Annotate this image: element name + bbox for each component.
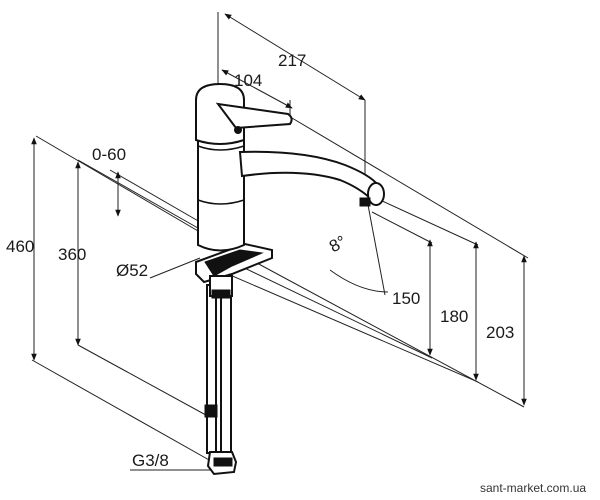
label-180: 180 [440,307,468,326]
label-104: 104 [234,71,262,90]
spout-axis-line [367,204,386,296]
extension-line-360-bottom [77,344,216,421]
body-ring [197,145,245,151]
label-203: 203 [486,323,514,342]
extension-line-180-top [379,199,479,246]
label-460: 460 [6,237,34,256]
label-angle: 8° [326,232,349,256]
spout [238,150,380,202]
mounting-nut-base [211,289,231,299]
aerator [359,197,371,207]
dim-line-217 [224,13,366,101]
label-217: 217 [278,51,306,70]
hose-fitting [204,404,218,418]
lever-handle [215,102,293,130]
label-diameter: Ø52 [116,261,148,280]
dim-line-104 [221,69,293,109]
body-ring-lower [197,199,245,205]
mounting-plate-shadow [204,249,264,277]
lever-cap [195,82,245,145]
supply-hose-left [206,284,217,454]
dimension-lines [31,12,529,471]
faucet [195,82,385,476]
extension-line-360-top [77,159,206,233]
leader-diameter [149,257,201,279]
label-360: 360 [58,245,86,264]
extension-line-460-top [35,135,211,239]
supply-hose-right [220,284,232,461]
watermark: sant-market.com.ua [480,481,586,495]
label-150: 150 [392,289,420,308]
angle-arc [329,269,389,293]
extension-line-150-top [371,211,433,244]
base-line-150 [231,261,433,359]
base-line-203 [254,261,525,408]
label-0-60: 0-60 [92,145,126,164]
lever-screw [234,126,242,134]
connection-nut-detail [213,457,233,467]
label-connection: G3/8 [132,451,169,470]
spout-outlet [367,182,385,206]
extension-line-0-60 [109,169,201,223]
base-line-180 [199,261,479,383]
dimension-labels: 217 104 0-60 460 360 Ø52 8° 150 180 203 … [6,51,586,495]
extension-line-460-bottom [31,359,219,466]
extension-line-203-top [291,117,529,259]
